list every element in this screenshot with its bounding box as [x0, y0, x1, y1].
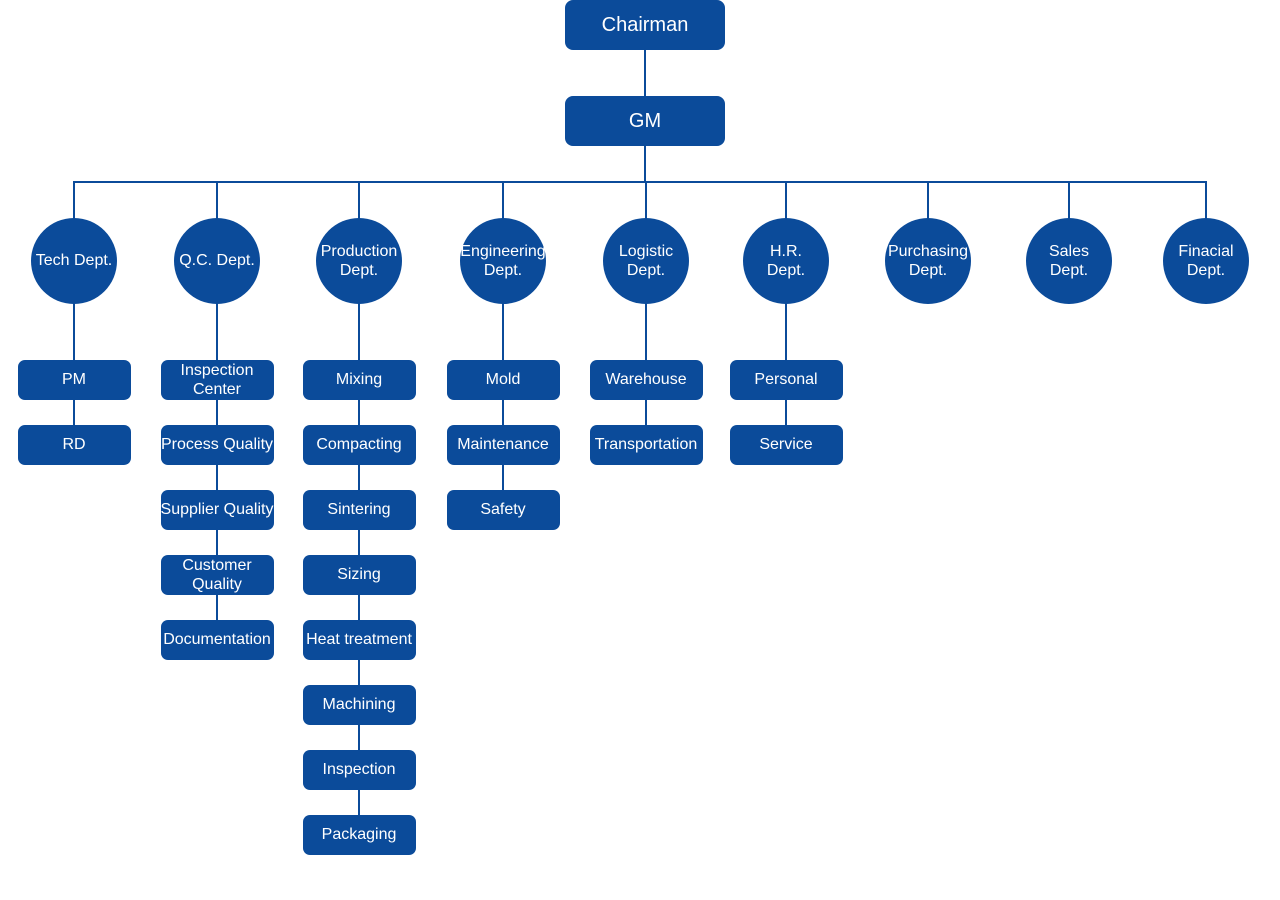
department-drop-connector — [73, 182, 75, 222]
unit-node: PM — [17, 360, 131, 400]
gm-bar-connector — [644, 146, 646, 182]
unit-node: Sintering — [302, 490, 416, 530]
unit-node: Inspection Center — [160, 360, 274, 400]
department-node: H.R. Dept. — [743, 218, 829, 304]
unit-node: Documentation — [160, 620, 274, 660]
unit-node: Process Quality — [160, 425, 274, 465]
unit-connector — [216, 300, 218, 640]
unit-node: Service — [729, 425, 843, 465]
unit-node: Inspection — [302, 750, 416, 790]
unit-node: Supplier Quality — [160, 490, 274, 530]
unit-node: Maintenance — [446, 425, 560, 465]
department-drop-connector — [1205, 182, 1207, 222]
department-node: Logistic Dept. — [603, 218, 689, 304]
department-node: Production Dept. — [316, 218, 402, 304]
unit-node: Heat treatment — [302, 620, 416, 660]
unit-node: Machining — [302, 685, 416, 725]
department-drop-connector — [927, 182, 929, 222]
unit-node: Transportation — [589, 425, 703, 465]
unit-node: Compacting — [302, 425, 416, 465]
unit-node: Mixing — [302, 360, 416, 400]
unit-node: Personal — [729, 360, 843, 400]
unit-connector — [502, 300, 504, 510]
department-drop-connector — [1068, 182, 1070, 222]
department-bar-connector — [73, 181, 1207, 183]
chairman-gm-connector — [644, 50, 646, 96]
department-node: Finacial Dept. — [1163, 218, 1249, 304]
unit-node: Packaging — [302, 815, 416, 855]
gm-node: GM — [565, 96, 725, 146]
department-drop-connector — [216, 182, 218, 222]
department-drop-connector — [645, 182, 647, 222]
unit-node: Warehouse — [589, 360, 703, 400]
department-drop-connector — [502, 182, 504, 222]
department-node: Engineering Dept. — [460, 218, 546, 304]
department-node: Purchasing Dept. — [885, 218, 971, 304]
department-node: Tech Dept. — [31, 218, 117, 304]
chairman-node: Chairman — [565, 0, 725, 50]
unit-node: RD — [17, 425, 131, 465]
unit-node: Mold — [446, 360, 560, 400]
department-drop-connector — [785, 182, 787, 222]
unit-node: Customer Quality — [160, 555, 274, 595]
unit-node: Sizing — [302, 555, 416, 595]
department-node: Sales Dept. — [1026, 218, 1112, 304]
unit-node: Safety — [446, 490, 560, 530]
department-drop-connector — [358, 182, 360, 222]
department-node: Q.C. Dept. — [174, 218, 260, 304]
